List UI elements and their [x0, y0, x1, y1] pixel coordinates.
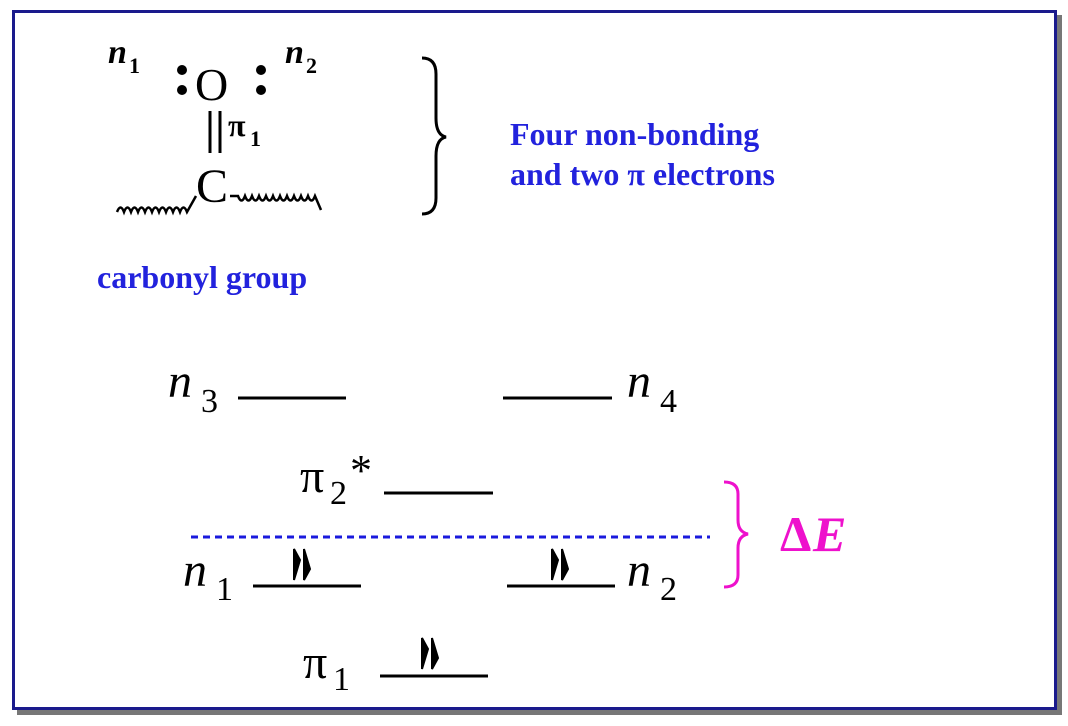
pi2-star: *	[350, 446, 372, 495]
delta-symbol: Δ	[780, 506, 811, 562]
lone-pair-left-top-dot	[177, 65, 187, 75]
n1-electron-pair	[293, 548, 312, 581]
lone-pair-left-bottom-dot	[177, 85, 187, 95]
energy-level-diagram: n 3 n 4 π 2 * n 1 n 2 π 1	[168, 355, 846, 698]
slide-frame	[12, 10, 1057, 710]
n2-structure-label: n	[285, 34, 304, 71]
pi1-structure-subscript: 1	[250, 126, 261, 151]
annotation-line-1: Four non-bonding	[510, 116, 759, 152]
n4-label: n	[627, 355, 651, 408]
pi1-label: π	[303, 636, 327, 689]
pi1-electron-pair	[421, 637, 440, 670]
pi1-structure-label: π	[228, 107, 246, 143]
delta-e-letter: E	[812, 506, 846, 562]
pi1-spin-up-arrow	[421, 637, 430, 670]
oxygen-atom: O	[195, 59, 228, 110]
n2-spin-up-arrow	[551, 548, 560, 581]
carbonyl-caption: carbonyl group	[97, 259, 307, 295]
n2-electron-pair	[551, 548, 570, 581]
n1-structure-subscript: 1	[129, 53, 140, 78]
wavy-bond-right	[230, 192, 323, 211]
n1-structure-label: n	[108, 34, 127, 71]
lone-pair-right-top-dot	[256, 65, 266, 75]
carbonyl-structure: n 1 O n 2 π 1 C	[108, 34, 323, 216]
wavy-bond-left	[115, 195, 198, 216]
n3-subscript: 3	[201, 383, 218, 420]
delta-e-brace	[723, 480, 749, 589]
n2-spin-down-arrow	[561, 548, 570, 581]
pi2-label: π	[300, 450, 324, 503]
pi1-spin-down-arrow	[431, 637, 440, 670]
n1-spin-up-arrow	[293, 548, 302, 581]
lone-pair-right-bottom-dot	[256, 85, 266, 95]
n2-subscript: 2	[660, 571, 677, 608]
annotation-line-2: and two π electrons	[510, 156, 775, 192]
n2-label: n	[627, 544, 651, 597]
annotation-brace	[421, 56, 447, 216]
pi1-subscript: 1	[333, 661, 350, 698]
carbon-atom: C	[196, 160, 228, 213]
n3-label: n	[168, 355, 192, 408]
n4-subscript: 4	[660, 383, 677, 420]
n1-spin-down-arrow	[303, 548, 312, 581]
n1-label: n	[183, 544, 207, 597]
pi2-subscript: 2	[330, 475, 347, 512]
n2-structure-subscript: 2	[306, 53, 317, 78]
n1-subscript: 1	[216, 571, 233, 608]
